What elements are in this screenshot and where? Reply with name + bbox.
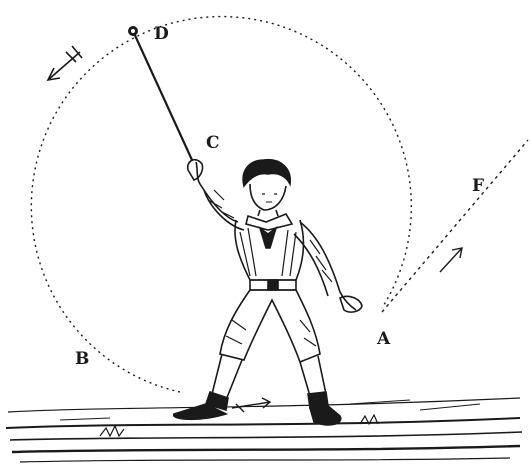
label-f: F xyxy=(472,178,484,195)
tangent-arrow-icon xyxy=(440,248,462,272)
boy-figure xyxy=(174,160,362,425)
ground-arrow-icon xyxy=(232,398,270,412)
label-b: B xyxy=(75,351,89,368)
label-a: A xyxy=(377,331,390,348)
tangent-line xyxy=(382,140,528,312)
sling-stick xyxy=(133,31,192,160)
circular-path xyxy=(31,17,411,392)
label-c: C xyxy=(206,135,220,152)
label-d: D xyxy=(154,26,169,43)
rotation-arrow-icon xyxy=(48,46,82,80)
